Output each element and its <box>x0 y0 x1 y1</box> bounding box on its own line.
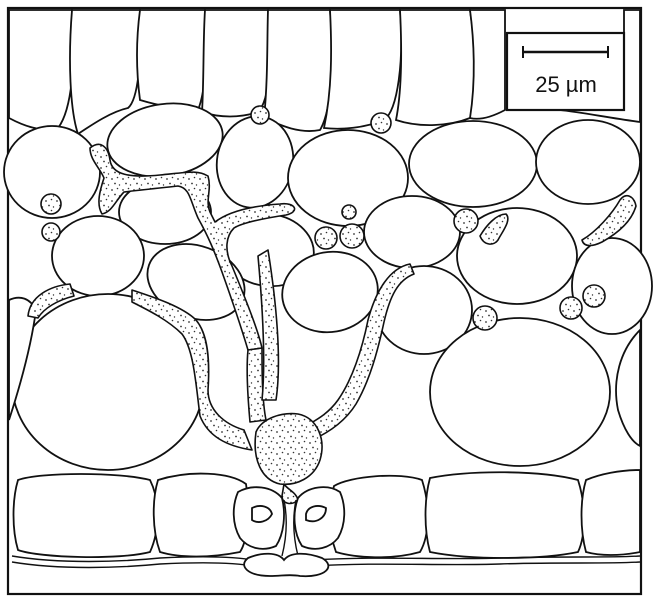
scale-bar-label: 25 µm <box>535 72 597 97</box>
scale-bar: 25 µm <box>507 33 624 110</box>
